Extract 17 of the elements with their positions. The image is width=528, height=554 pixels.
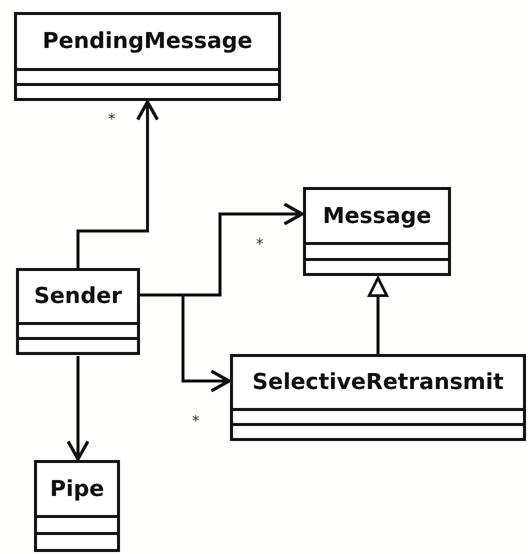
class-name: Sender [34,284,122,309]
class-box [34,460,120,552]
class-box [16,268,140,355]
association-arrow [76,100,160,268]
class-name: SelectiveRetransmit [252,370,504,395]
multiplicity-label: * [192,414,200,429]
class-box [230,354,526,441]
association-arrow [66,356,90,461]
class-name: PendingMessage [42,29,252,54]
class-box [303,187,451,276]
class-box [14,12,281,101]
generalization-arrow [368,276,388,354]
association-arrow [140,294,231,393]
class-name: Pipe [50,476,104,502]
class-name: Message [322,204,432,228]
multiplicity-label: * [108,112,116,127]
multiplicity-label: * [256,237,264,252]
